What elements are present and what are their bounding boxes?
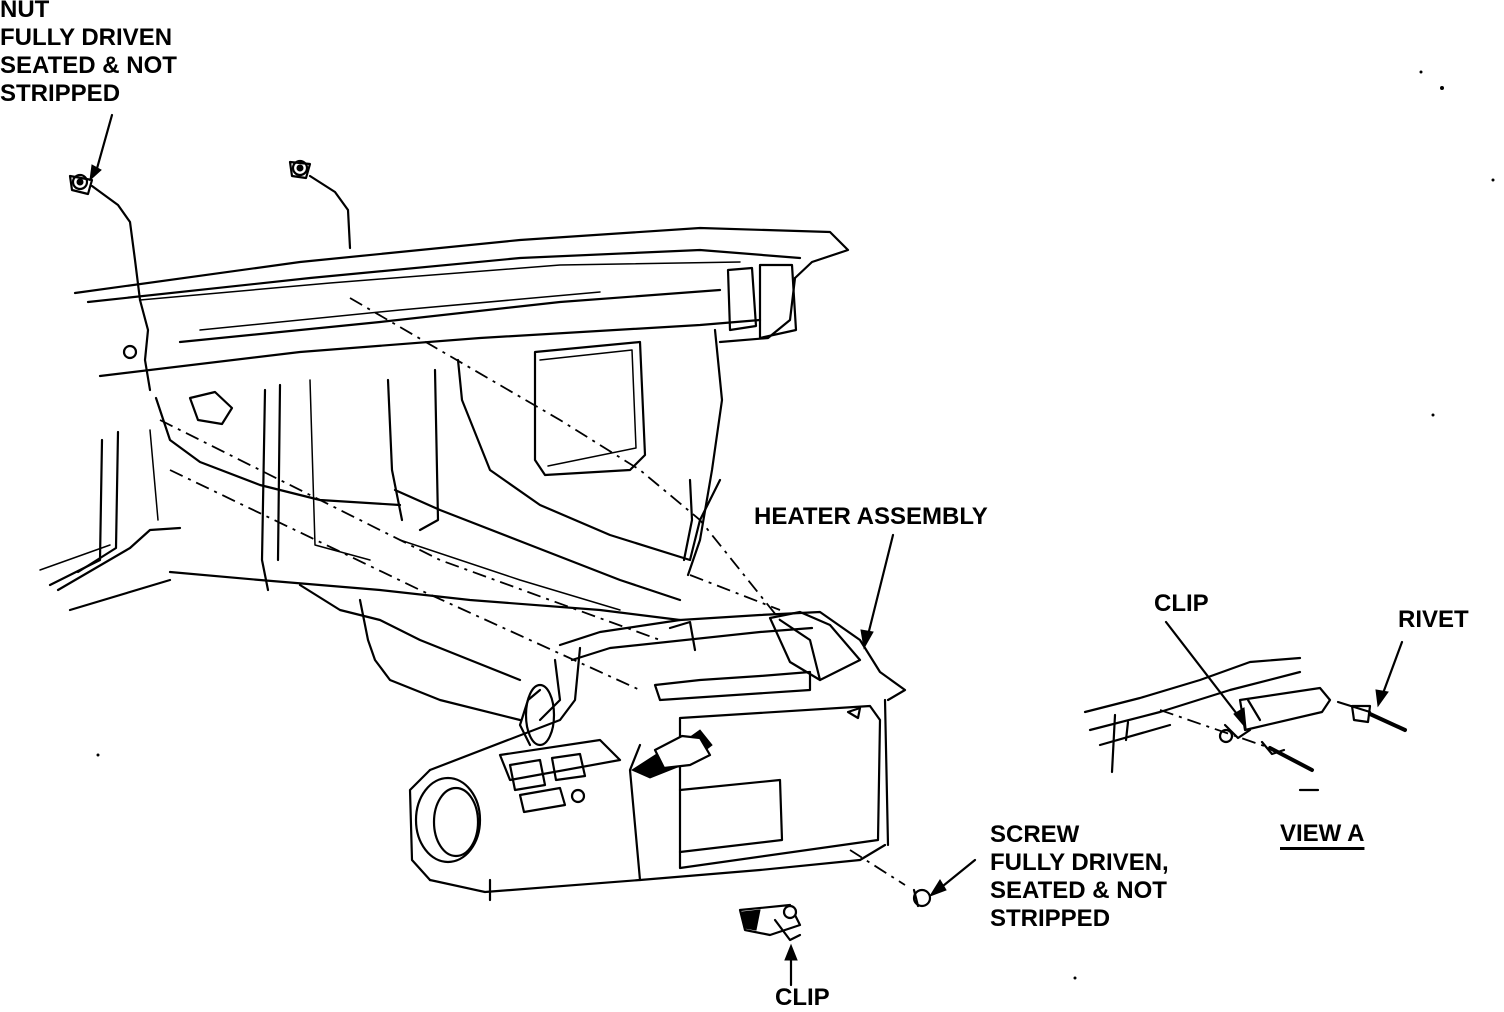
nut-callout: NUT FULLY DRIVEN SEATED & NOT STRIPPED [0, 0, 177, 108]
scan-specks [96, 70, 1495, 980]
screw-fastener [912, 858, 977, 908]
clip-view-label: CLIP [1154, 590, 1209, 617]
screw-callout-line-1: SCREW [990, 821, 1080, 848]
clip-bottom-part [738, 903, 802, 987]
screw-callout-line-4: STRIPPED [990, 905, 1111, 932]
nut-callout-line-1: NUT [0, 0, 50, 23]
nut-callout-line-3: SEATED & NOT [0, 52, 177, 79]
heater-assembly-leader [860, 533, 895, 650]
screw-callout: SCREW FULLY DRIVEN, SEATED & NOT STRIPPE… [990, 821, 1169, 933]
assembly-centerlines [159, 297, 906, 886]
nut-fasteners [68, 113, 352, 302]
screw-callout-line-2: FULLY DRIVEN, [990, 849, 1169, 876]
screw-callout-line-3: SEATED & NOT [990, 877, 1167, 904]
view-a-title: VIEW A [1280, 820, 1365, 847]
left-frame [39, 429, 182, 612]
heater-assembly-label: HEATER ASSEMBLY [754, 503, 988, 530]
firewall [168, 328, 724, 722]
heater-assembly [408, 610, 907, 902]
clip-bottom-label: CLIP [775, 984, 830, 1011]
nut-callout-line-4: STRIPPED [0, 80, 121, 107]
view-a-detail [1083, 620, 1407, 792]
cowl-panel [73, 226, 850, 507]
rivet-label: RIVET [1398, 606, 1469, 633]
nut-callout-line-2: FULLY DRIVEN [0, 24, 173, 51]
